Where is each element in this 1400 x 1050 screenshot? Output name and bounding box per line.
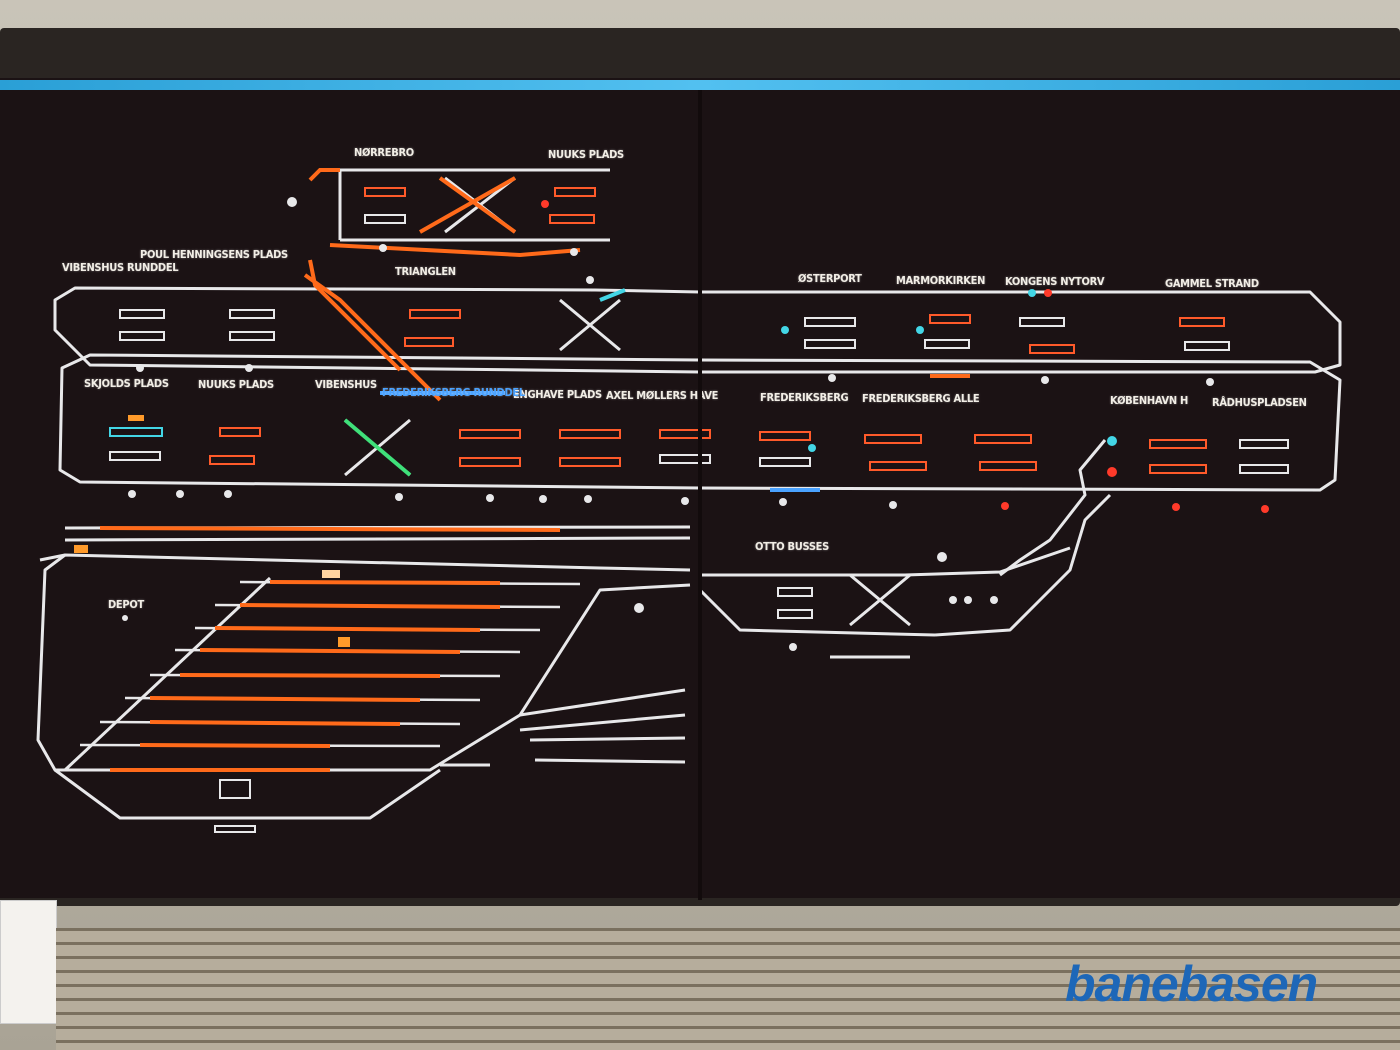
- wall-vent: [56, 928, 1400, 1050]
- station-label-skjolds-plads: SKJOLDS PLADS: [84, 377, 169, 390]
- station-label-gammel-strand: GAMMEL STRAND: [1165, 277, 1259, 290]
- station-label-otto-busses: OTTO BUSSES: [755, 540, 829, 553]
- route-segments: [343, 288, 820, 492]
- display-header-bar: [0, 80, 1400, 90]
- station-label-frederiksberg: FREDERIKSBERG: [760, 391, 849, 404]
- station-label-kobenhavn-h: KØBENHAVN H: [1110, 394, 1188, 407]
- station-label-norrebro: NØRREBRO: [354, 146, 414, 159]
- platform-blocks: [109, 187, 1289, 833]
- station-label-kongens-nytorv: KONGENS NYTORV: [1005, 275, 1105, 288]
- occupied-segments: [99, 168, 970, 772]
- station-label-poul-henningsens-plads: POUL HENNINGSENS PLADS: [140, 248, 288, 261]
- station-label-enghave-plads: ENGHAVE PLADS: [513, 388, 602, 401]
- station-label-nuuks-plads: NUUKS PLADS: [548, 148, 624, 161]
- watermark-logo: banebasen: [1065, 956, 1318, 1012]
- station-label-axel-mollers-have: AXEL MØLLERS HAVE: [606, 389, 719, 402]
- station-label-trianglen: TRIANGLEN: [395, 265, 456, 278]
- station-label-radhuspladsen: RÅDHUSPLADSEN: [1212, 396, 1307, 409]
- station-label-nuuks-plads-2: NUUKS PLADS: [198, 378, 274, 391]
- station-label-marmorkirken: MARMORKIRKEN: [896, 274, 986, 287]
- station-label-osterport: ØSTERPORT: [798, 272, 862, 285]
- station-label-frederiksberg-alle: FREDERIKSBERG ALLE: [862, 392, 980, 405]
- track-diagram: [36, 168, 1342, 833]
- station-label-vibenshus: VIBENSHUS: [315, 378, 377, 391]
- station-label-vibenshus-runddel: VIBENSHUS RUNDDEL: [62, 261, 179, 274]
- signal-lamps: [74, 197, 1269, 651]
- wall-note: [0, 900, 57, 1024]
- station-label-frederiksberg-runddel: FREDERIKSBERG RUNDDEL: [382, 386, 525, 399]
- monitor-seam: [698, 90, 702, 900]
- station-label-depot: DEPOT: [108, 598, 144, 611]
